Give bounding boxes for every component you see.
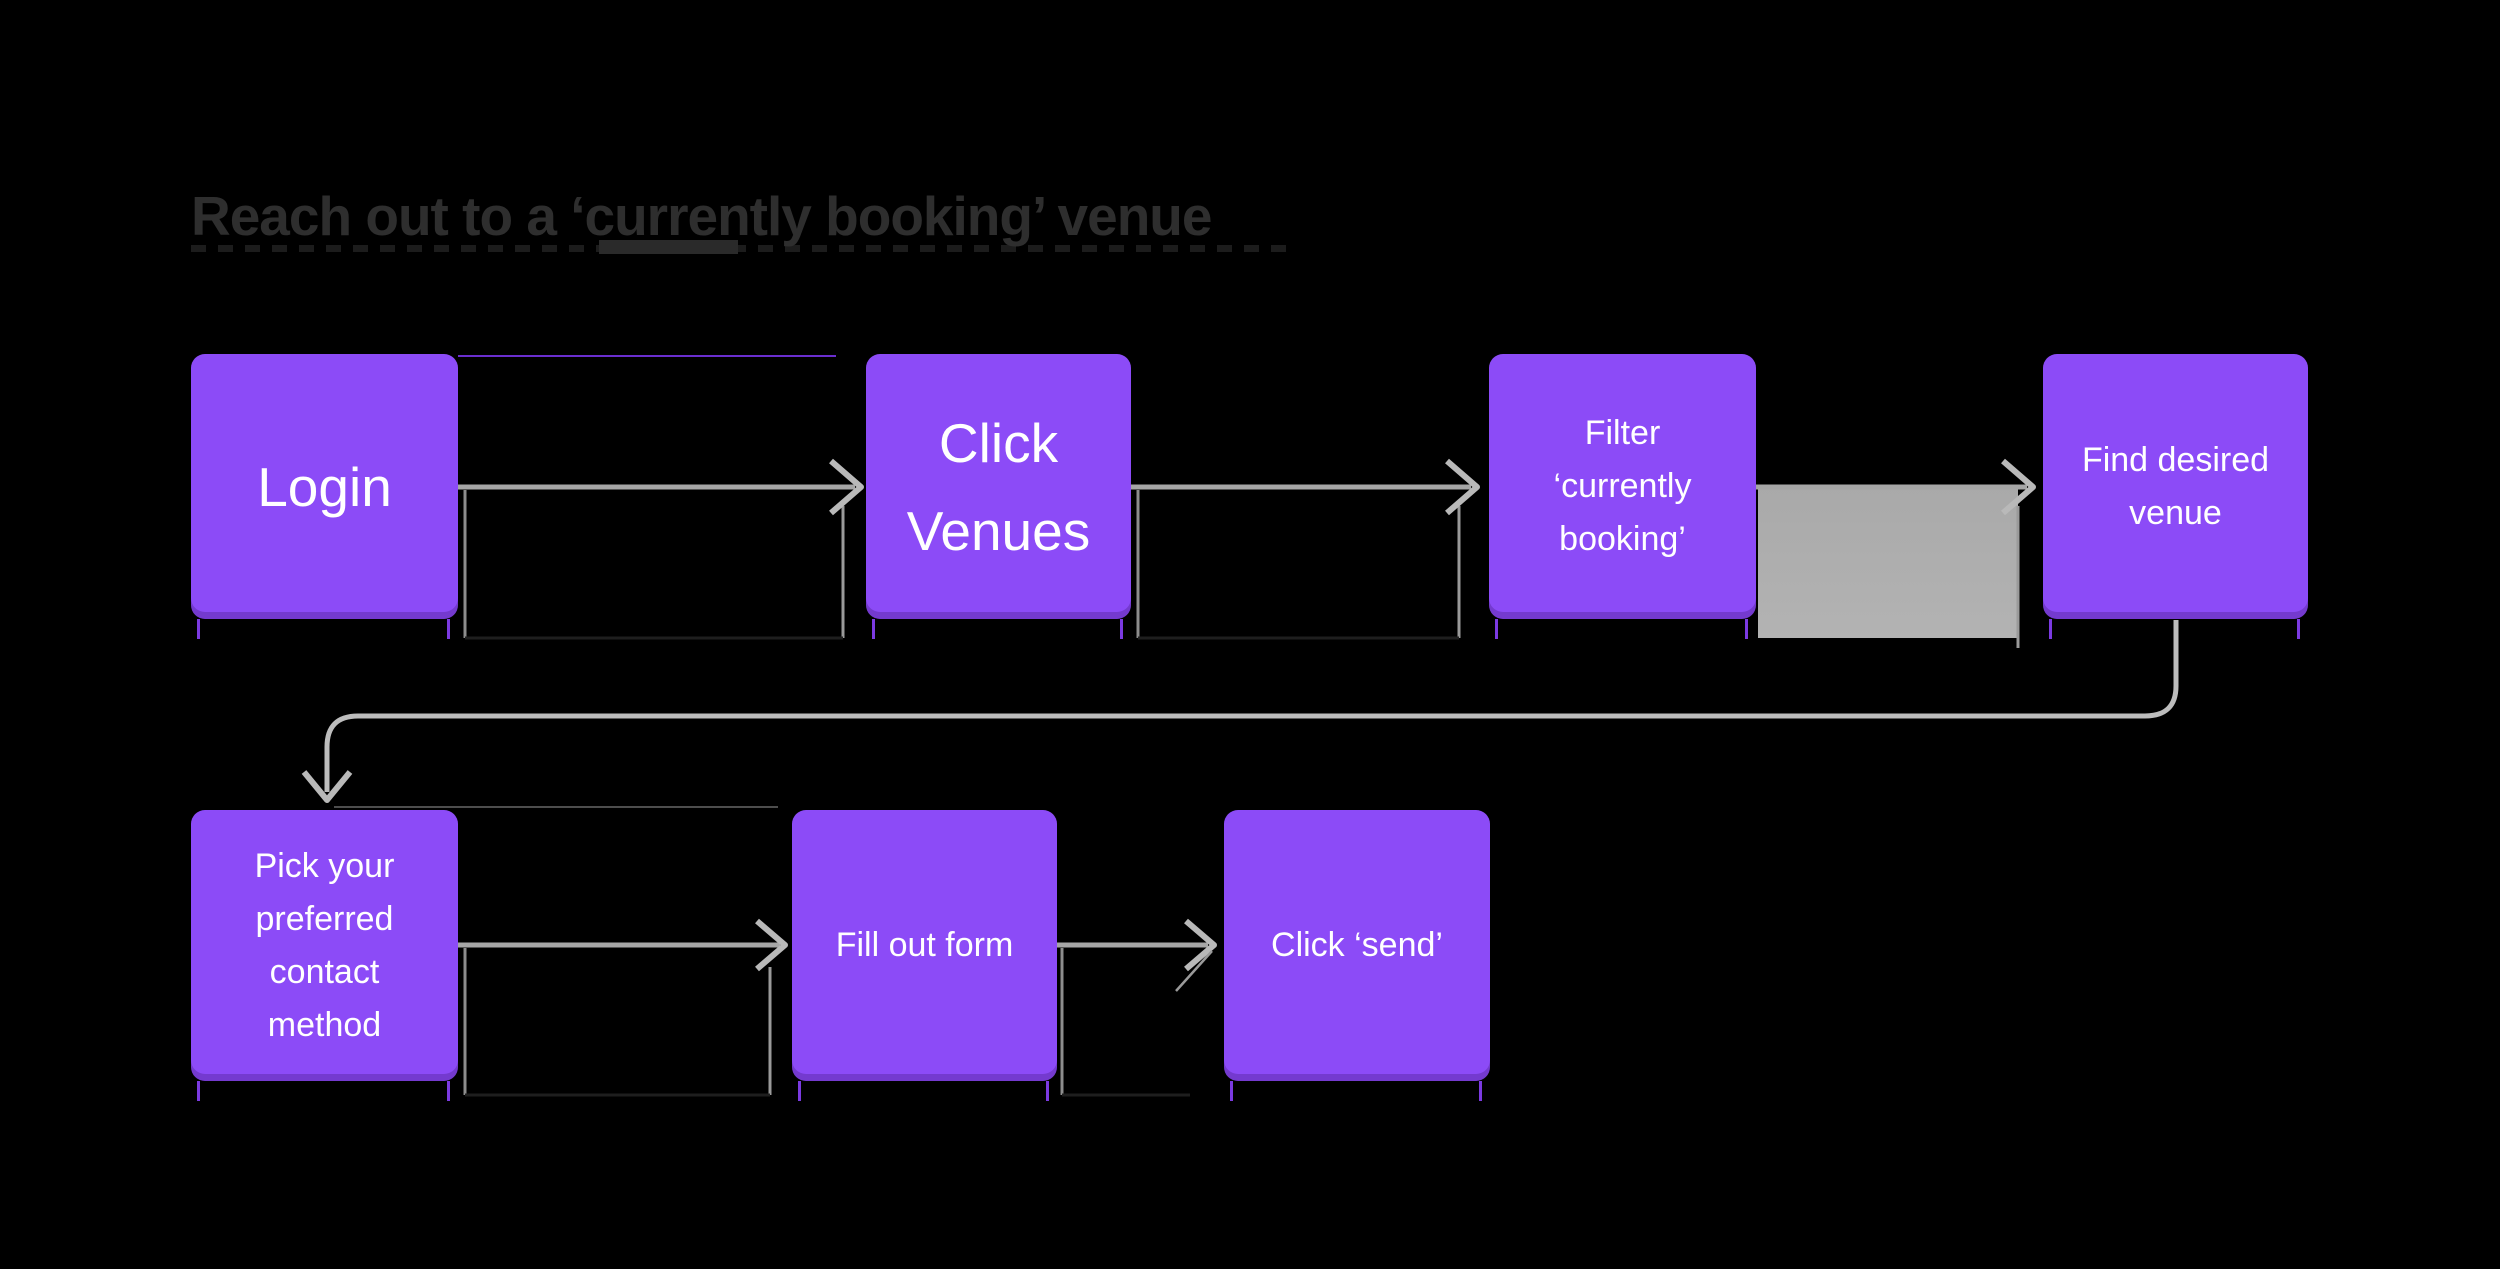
arrowhead-tail-artifact — [1175, 950, 1213, 992]
node-find-desired-venue[interactable]: Find desired venue — [2043, 354, 2308, 639]
arrowhead-icon — [1445, 458, 1480, 516]
node-login[interactable]: Login — [191, 354, 458, 639]
diagram-title[interactable]: Reach out to a ‘currently booking’ venue — [191, 185, 1212, 247]
arrowhead-down-icon — [301, 770, 353, 803]
connector-fill-box[interactable] — [1758, 487, 2018, 638]
node-pick-contact-method[interactable]: Pick your preferred contact method — [191, 810, 458, 1101]
title-underline-dashes — [191, 245, 1289, 252]
arrow-filter-to-find-venue[interactable] — [1756, 458, 2036, 648]
node-fill-out-form[interactable]: Fill out form — [792, 810, 1057, 1101]
arrow-login-to-click-venues[interactable] — [458, 458, 864, 640]
arrow-fill-form-to-click-send[interactable] — [1057, 918, 1217, 1097]
arrowhead-icon — [829, 458, 864, 516]
title-highlight-bar — [599, 240, 738, 254]
arrowhead-icon — [1184, 918, 1217, 972]
arrow-pick-method-to-fill-form[interactable] — [458, 918, 788, 1097]
arrowhead-icon — [755, 918, 788, 972]
arrow-click-venues-to-filter[interactable] — [1131, 458, 1480, 640]
elbow-line — [324, 620, 2179, 792]
arrow-find-venue-to-pick-method[interactable] — [301, 620, 2179, 803]
node-filter-currently-booking[interactable]: Filter ‘currently booking’ — [1489, 354, 1756, 639]
arrowhead-icon — [2001, 458, 2036, 516]
node-click-send[interactable]: Click ‘send’ — [1224, 810, 1490, 1101]
node-click-venues[interactable]: Click Venues — [866, 354, 1131, 639]
